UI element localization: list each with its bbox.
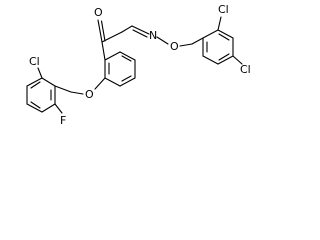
bond <box>41 77 56 87</box>
bond <box>131 25 150 35</box>
bond <box>119 51 136 61</box>
ether-linkage <box>54 77 106 95</box>
chemical-structure: Cl Cl N O O O Cl F <box>26 3 251 127</box>
central-benzene-ring <box>104 51 136 87</box>
bond <box>119 77 136 87</box>
fluorine-label: F <box>60 114 66 127</box>
bond <box>70 91 84 95</box>
chlorine-label-top: Cl <box>218 3 229 16</box>
bond <box>101 31 123 43</box>
bond <box>202 55 219 65</box>
bond <box>232 55 243 65</box>
bond <box>217 29 234 39</box>
bond <box>217 16 222 31</box>
bond <box>97 19 103 43</box>
double-bond-inner <box>218 53 230 61</box>
double-bond-inner <box>30 81 41 89</box>
bond <box>26 103 43 113</box>
bond <box>94 77 106 90</box>
double-bond-inner <box>30 101 41 109</box>
ketone-oxygen-label: O <box>94 6 103 19</box>
bond <box>191 37 204 45</box>
bond <box>217 55 234 65</box>
bond <box>202 29 219 39</box>
double-bond-inner <box>121 55 132 62</box>
bond <box>54 85 72 93</box>
bond <box>179 43 193 47</box>
bond <box>121 25 133 33</box>
bond <box>101 41 106 61</box>
left-chlorofluorophenyl-ring <box>26 67 63 114</box>
ketone-chain <box>97 19 204 61</box>
right-dichlorophenyl-ring <box>202 16 243 65</box>
bond <box>37 67 43 79</box>
bond <box>156 36 169 45</box>
bond <box>26 77 43 87</box>
oxime-oxygen-label: O <box>170 40 179 53</box>
double-bond-inner <box>132 29 148 38</box>
bond <box>41 103 56 113</box>
oxime-nitrogen-label: N <box>149 29 157 42</box>
bond <box>104 51 121 61</box>
chlorine-label-left: Cl <box>29 55 40 68</box>
bond <box>104 77 121 87</box>
ether-oxygen-label: O <box>85 88 94 101</box>
atom-labels: Cl Cl N O O O Cl F <box>29 3 251 127</box>
double-bond-inner <box>121 75 132 82</box>
bond <box>54 103 63 114</box>
double-bond-inner <box>218 33 230 41</box>
chlorine-label-para: Cl <box>240 63 251 76</box>
double-bond-inner <box>100 20 106 42</box>
